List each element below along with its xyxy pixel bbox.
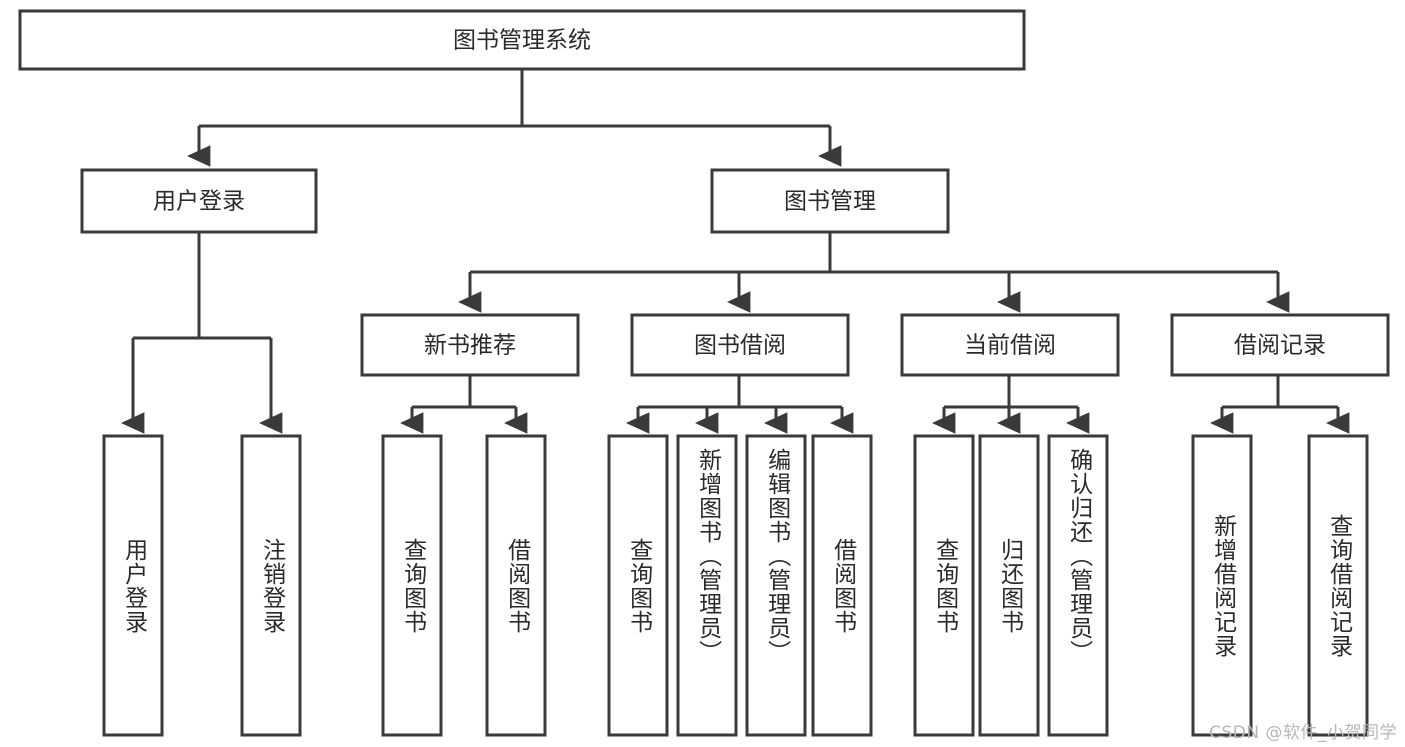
leaf-group-user-login [102, 434, 302, 737]
csdn-watermark: CSDN @软件_小贺同学 [1209, 723, 1397, 743]
leaf-user-login-0[interactable] [102, 434, 164, 737]
node-root-label: 图书管理系统 [453, 28, 591, 54]
leaf-group-new-book-recommend [381, 434, 547, 737]
leaf-borrow-record-0[interactable] [1191, 434, 1253, 737]
node-user-login[interactable]: 用户登录 [80, 168, 318, 234]
leaf-user-login-1[interactable] [240, 434, 302, 737]
leaf-group-book-borrow [607, 434, 873, 737]
leaf-current-borrow-2[interactable] [1047, 434, 1109, 737]
leaf-book-borrow-0[interactable] [607, 434, 669, 737]
node-new-book-recommend[interactable]: 新书推荐 [360, 313, 580, 377]
node-new-book-recommend-label: 新书推荐 [424, 333, 516, 359]
node-book-management-label: 图书管理 [784, 189, 876, 215]
leaf-group-current-borrow [913, 434, 1109, 737]
node-root[interactable]: 图书管理系统 [18, 9, 1026, 71]
leaf-borrow-record-1[interactable] [1307, 434, 1369, 737]
leaf-new-book-recommend-1[interactable] [485, 434, 547, 737]
node-current-borrow[interactable]: 当前借阅 [900, 313, 1120, 377]
node-borrow-record[interactable]: 借阅记录 [1170, 313, 1390, 377]
leaf-group-borrow-record [1191, 434, 1369, 737]
node-user-login-label: 用户登录 [153, 189, 245, 215]
leaf-current-borrow-0[interactable] [913, 434, 975, 737]
node-book-borrow-label: 图书借阅 [694, 333, 786, 359]
leaf-new-book-recommend-0[interactable] [381, 434, 443, 737]
node-current-borrow-label: 当前借阅 [964, 333, 1056, 359]
leaf-book-borrow-1[interactable] [676, 434, 738, 737]
node-book-management[interactable]: 图书管理 [710, 168, 950, 234]
leaf-current-borrow-1[interactable] [978, 434, 1040, 737]
leaf-book-borrow-3[interactable] [811, 434, 873, 737]
node-borrow-record-label: 借阅记录 [1234, 333, 1326, 359]
node-book-borrow[interactable]: 图书借阅 [630, 313, 850, 377]
leaf-book-borrow-2[interactable] [745, 434, 807, 737]
